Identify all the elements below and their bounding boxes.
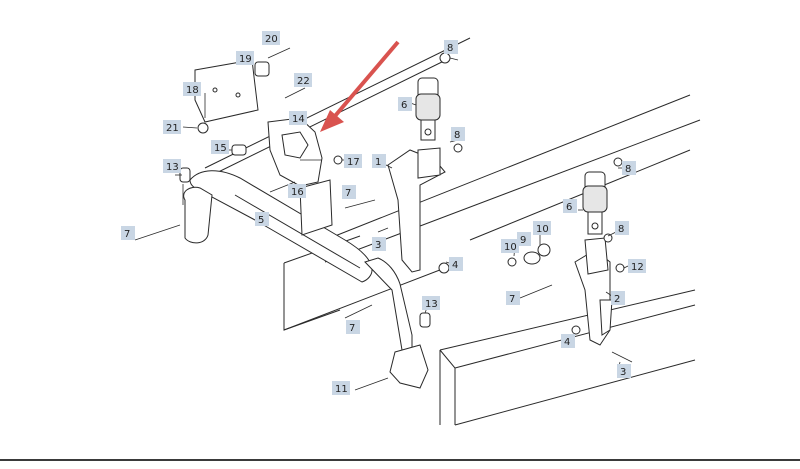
callout-21: 21 [163, 120, 181, 134]
svg-text:8: 8 [625, 164, 631, 175]
callout-15: 15 [211, 140, 229, 154]
callout-13-lower: 13 [422, 296, 440, 310]
svg-text:4: 4 [564, 337, 570, 348]
callout-22: 22 [294, 73, 312, 87]
svg-text:21: 21 [166, 123, 179, 134]
svg-text:19: 19 [239, 54, 252, 65]
red-arrow-icon [320, 40, 400, 132]
hardware-parts [134, 47, 633, 391]
callout-7-d: 7 [346, 320, 360, 334]
svg-text:1: 1 [375, 157, 381, 168]
shock-absorber-upper [415, 77, 441, 141]
callout-6-a: 6 [398, 97, 412, 111]
callout-8-b: 8 [451, 127, 465, 141]
callout-19: 19 [236, 51, 254, 65]
cross-member [183, 170, 429, 389]
svg-text:14: 14 [292, 114, 305, 125]
callout-4-a: 4 [449, 257, 463, 271]
callout-11: 11 [332, 381, 350, 395]
callout-8-d: 8 [615, 221, 629, 235]
bottom-divider [0, 459, 800, 461]
svg-text:20: 20 [265, 34, 278, 45]
svg-text:10: 10 [504, 242, 517, 253]
callout-2: 2 [611, 291, 625, 305]
svg-text:2: 2 [614, 294, 620, 305]
svg-text:5: 5 [258, 215, 264, 226]
svg-text:9: 9 [520, 235, 526, 246]
callout-3-b: 3 [617, 364, 631, 378]
svg-text:22: 22 [297, 76, 310, 87]
callout-5: 5 [255, 212, 269, 226]
callout-8-c: 8 [622, 161, 636, 175]
svg-text:6: 6 [401, 100, 407, 111]
callout-18: 18 [183, 82, 201, 96]
callout-17: 17 [344, 154, 362, 168]
svg-text:6: 6 [566, 202, 572, 213]
svg-text:3: 3 [620, 367, 626, 378]
svg-text:10: 10 [536, 224, 549, 235]
mount-plate [194, 59, 259, 123]
svg-text:17: 17 [347, 157, 360, 168]
svg-text:7: 7 [124, 229, 130, 240]
callout-14: 14 [289, 111, 307, 125]
svg-text:15: 15 [214, 143, 227, 154]
callout-10-b: 10 [533, 221, 551, 235]
svg-text:11: 11 [335, 384, 348, 395]
callout-6-b: 6 [563, 199, 577, 213]
callout-1: 1 [372, 154, 386, 168]
svg-text:8: 8 [447, 43, 453, 54]
callout-13-upper: 13 [163, 159, 181, 173]
frame-bracket-2 [574, 237, 613, 346]
svg-text:8: 8 [618, 224, 624, 235]
callout-7-c: 7 [506, 291, 520, 305]
callout-4-b: 4 [561, 334, 575, 348]
svg-text:7: 7 [509, 294, 515, 305]
shock-absorber-lower [582, 171, 608, 235]
svg-text:16: 16 [291, 187, 304, 198]
svg-text:7: 7 [349, 323, 355, 334]
svg-text:7: 7 [345, 188, 351, 199]
callout-10-a: 10 [501, 239, 519, 253]
svg-text:4: 4 [452, 260, 458, 271]
callout-7-b: 7 [342, 185, 356, 199]
callout-12: 12 [628, 259, 646, 273]
frame-rails [197, 37, 701, 426]
svg-text:12: 12 [631, 262, 644, 273]
svg-text:13: 13 [425, 299, 438, 310]
callout-3-a: 3 [372, 237, 386, 251]
callout-7-a: 7 [121, 226, 135, 240]
svg-text:8: 8 [454, 130, 460, 141]
svg-text:3: 3 [375, 240, 381, 251]
svg-text:13: 13 [166, 162, 179, 173]
svg-text:18: 18 [186, 85, 199, 96]
callout-20: 20 [262, 31, 280, 45]
callout-16: 16 [288, 184, 306, 198]
callout-8-a: 8 [444, 40, 458, 54]
callout-9: 9 [517, 232, 531, 246]
frame-bracket-1 [387, 147, 446, 273]
